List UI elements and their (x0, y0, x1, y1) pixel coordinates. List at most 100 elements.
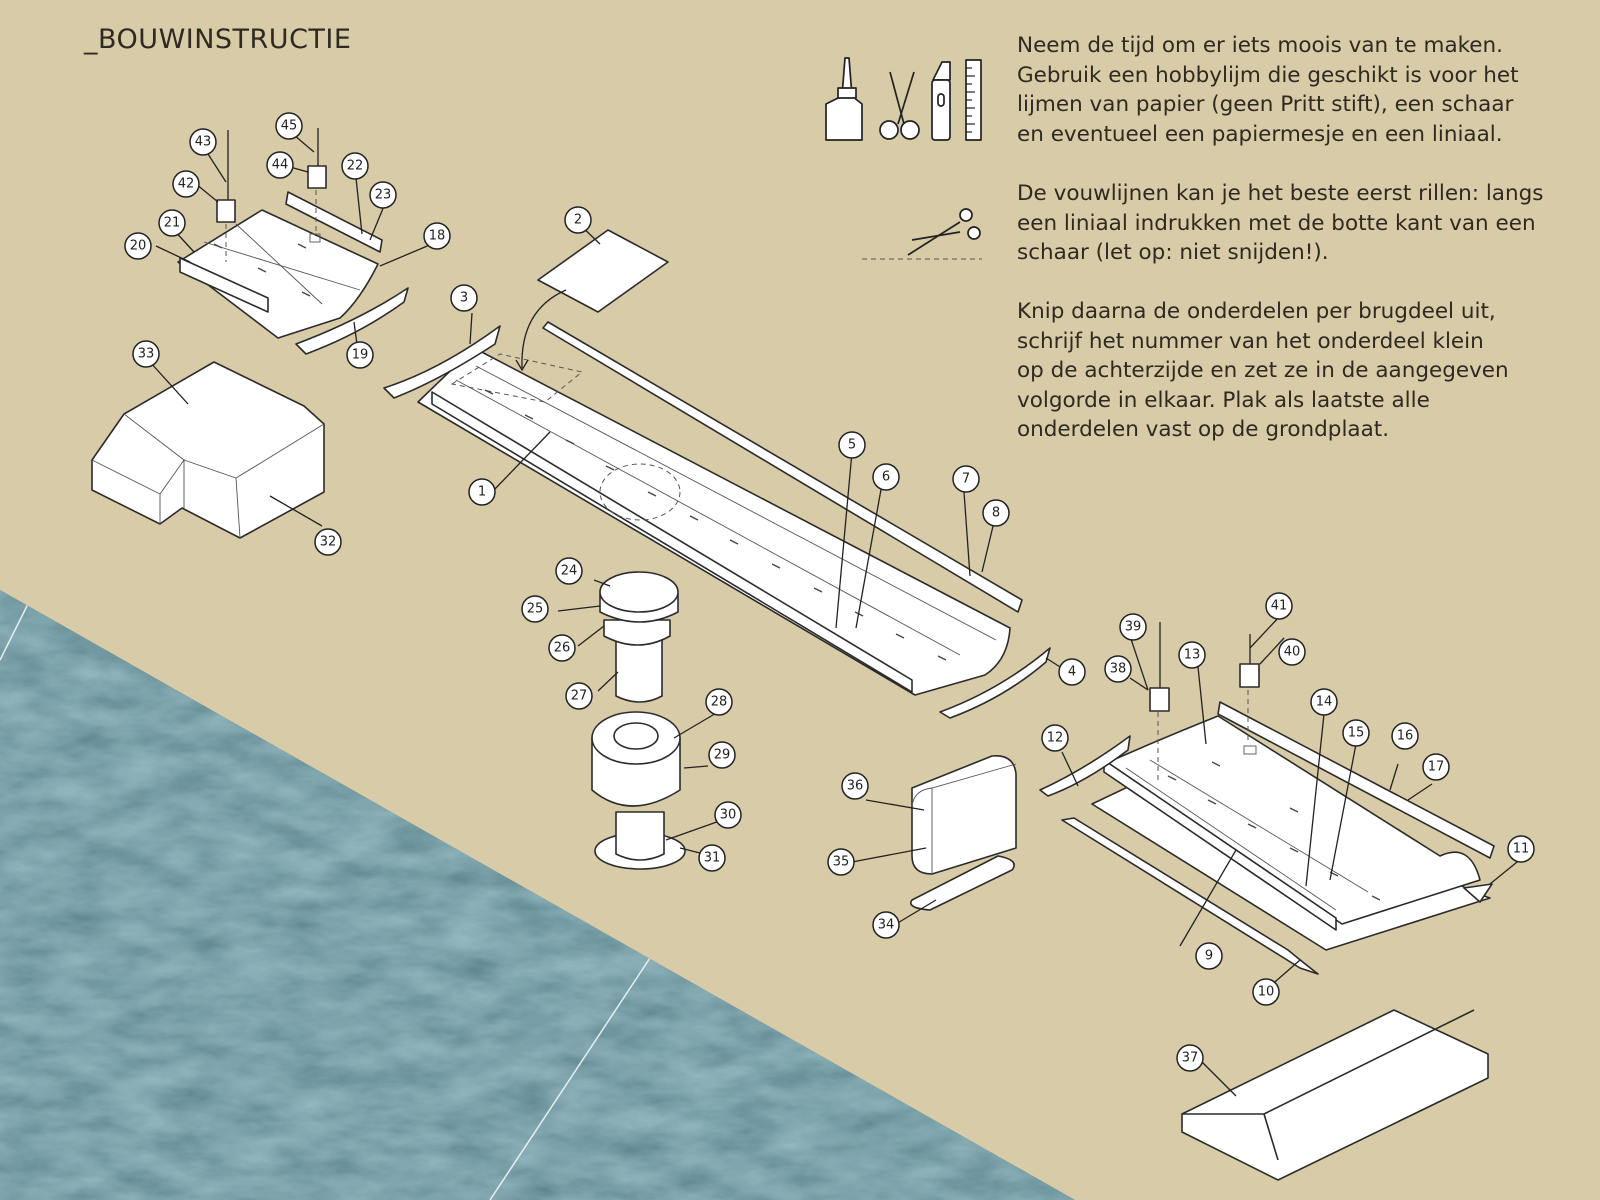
svg-text:9: 9 (1205, 949, 1213, 964)
svg-text:19: 19 (352, 348, 369, 363)
svg-text:24: 24 (561, 564, 578, 579)
ruler-icon (966, 60, 981, 140)
svg-text:5: 5 (848, 438, 856, 453)
instruction-line: een liniaal indrukken met de botte kant … (1017, 209, 1577, 239)
svg-text:23: 23 (375, 188, 392, 203)
svg-text:16: 16 (1397, 729, 1414, 744)
svg-text:12: 12 (1047, 731, 1064, 746)
svg-text:25: 25 (527, 602, 544, 617)
callout-1: 1 (469, 479, 495, 505)
callout-44: 44 (267, 152, 293, 178)
svg-text:17: 17 (1428, 760, 1445, 775)
svg-text:32: 32 (320, 535, 337, 550)
instruction-paragraph-2: De vouwlijnen kan je het beste eerst ril… (1017, 179, 1577, 268)
callout-22: 22 (342, 153, 368, 179)
callout-40: 40 (1279, 639, 1305, 665)
svg-text:10: 10 (1258, 985, 1275, 1000)
callout-34: 34 (873, 912, 899, 938)
svg-text:35: 35 (833, 855, 850, 870)
callout-37: 37 (1177, 1045, 1203, 1071)
svg-text:4: 4 (1068, 665, 1076, 680)
svg-text:26: 26 (554, 641, 571, 656)
callout-30: 30 (715, 802, 741, 828)
pier-assembly (592, 572, 685, 869)
svg-text:31: 31 (704, 851, 721, 866)
svg-text:20: 20 (130, 239, 147, 254)
svg-text:11: 11 (1513, 842, 1530, 857)
callout-32: 32 (315, 529, 341, 555)
base-plate-37 (1182, 1010, 1488, 1180)
callout-14: 14 (1311, 689, 1337, 715)
svg-text:2: 2 (574, 213, 582, 228)
instruction-paragraph-3: Knip daarna de onderdelen per brugdeel u… (1017, 297, 1577, 445)
craft-knife-icon (932, 62, 950, 140)
callout-25: 25 (522, 596, 548, 622)
callout-5: 5 (839, 432, 865, 458)
callout-26: 26 (549, 635, 575, 661)
instruction-line: De vouwlijnen kan je het beste eerst ril… (1017, 179, 1577, 209)
callout-38: 38 (1105, 656, 1131, 682)
svg-text:43: 43 (195, 135, 212, 150)
callout-36: 36 (842, 773, 868, 799)
instruction-line: schaar (let op: niet snijden!). (1017, 238, 1577, 268)
svg-text:28: 28 (711, 695, 728, 710)
instruction-paragraph-1: Neem de tijd om er iets moois van te mak… (1017, 31, 1577, 149)
callout-29: 29 (709, 742, 735, 768)
callout-3: 3 (451, 285, 477, 311)
instruction-line: volgorde in elkaar. Plak als laatste all… (1017, 386, 1577, 416)
callout-41: 41 (1266, 593, 1292, 619)
svg-text:44: 44 (272, 158, 289, 173)
glue-bottle-icon (826, 58, 862, 140)
svg-text:39: 39 (1125, 620, 1142, 635)
instruction-line: en eventueel een papiermesje en een lini… (1017, 120, 1577, 150)
instruction-line: Gebruik een hobbylijm die geschikt is vo… (1017, 61, 1577, 91)
svg-text:37: 37 (1182, 1051, 1199, 1066)
instruction-line: lijmen van papier (geen Pritt stift), ee… (1017, 90, 1577, 120)
callout-9: 9 (1196, 943, 1222, 969)
svg-text:40: 40 (1284, 645, 1301, 660)
instruction-line: Knip daarna de onderdelen per brugdeel u… (1017, 297, 1577, 327)
callout-2: 2 (565, 207, 591, 233)
svg-text:22: 22 (347, 159, 364, 174)
callout-6: 6 (873, 464, 899, 490)
svg-text:1: 1 (478, 485, 486, 500)
svg-text:30: 30 (720, 808, 737, 823)
page-title: _BOUWINSTRUCTIE (84, 24, 351, 55)
callout-45: 45 (276, 113, 302, 139)
svg-text:7: 7 (962, 472, 970, 487)
callout-27: 27 (566, 683, 592, 709)
svg-text:42: 42 (178, 177, 195, 192)
callout-35: 35 (828, 849, 854, 875)
svg-text:36: 36 (847, 779, 864, 794)
instruction-line: Neem de tijd om er iets moois van te mak… (1017, 31, 1577, 61)
callout-42: 42 (173, 171, 199, 197)
svg-text:18: 18 (429, 229, 446, 244)
deck-part-1 (418, 322, 1022, 695)
instruction-line: onderdelen vast op de grondplaat. (1017, 415, 1577, 445)
instruction-line: op de achterzijde en zet ze in de aangeg… (1017, 356, 1577, 386)
callout-15: 15 (1343, 720, 1369, 746)
svg-text:38: 38 (1110, 662, 1127, 677)
callout-31: 31 (699, 845, 725, 871)
callout-11: 11 (1508, 836, 1534, 862)
svg-text:13: 13 (1184, 648, 1201, 663)
callout-13: 13 (1179, 642, 1205, 668)
svg-text:29: 29 (714, 748, 731, 763)
callout-39: 39 (1120, 614, 1146, 640)
callout-10: 10 (1253, 979, 1279, 1005)
callout-24: 24 (556, 558, 582, 584)
scissors-icon (880, 72, 919, 139)
svg-text:45: 45 (281, 119, 298, 134)
cut-line-scissors-icon (862, 209, 982, 259)
svg-text:15: 15 (1348, 726, 1365, 741)
abutment-block-left (92, 362, 324, 538)
callout-4: 4 (1059, 659, 1085, 685)
svg-text:8: 8 (992, 506, 1000, 521)
callout-21: 21 (159, 210, 185, 236)
callout-23: 23 (370, 182, 396, 208)
callout-16: 16 (1392, 723, 1418, 749)
instruction-line: schrijf het nummer van het onderdeel kle… (1017, 327, 1577, 357)
svg-text:41: 41 (1271, 599, 1288, 614)
callout-12: 12 (1042, 725, 1068, 751)
